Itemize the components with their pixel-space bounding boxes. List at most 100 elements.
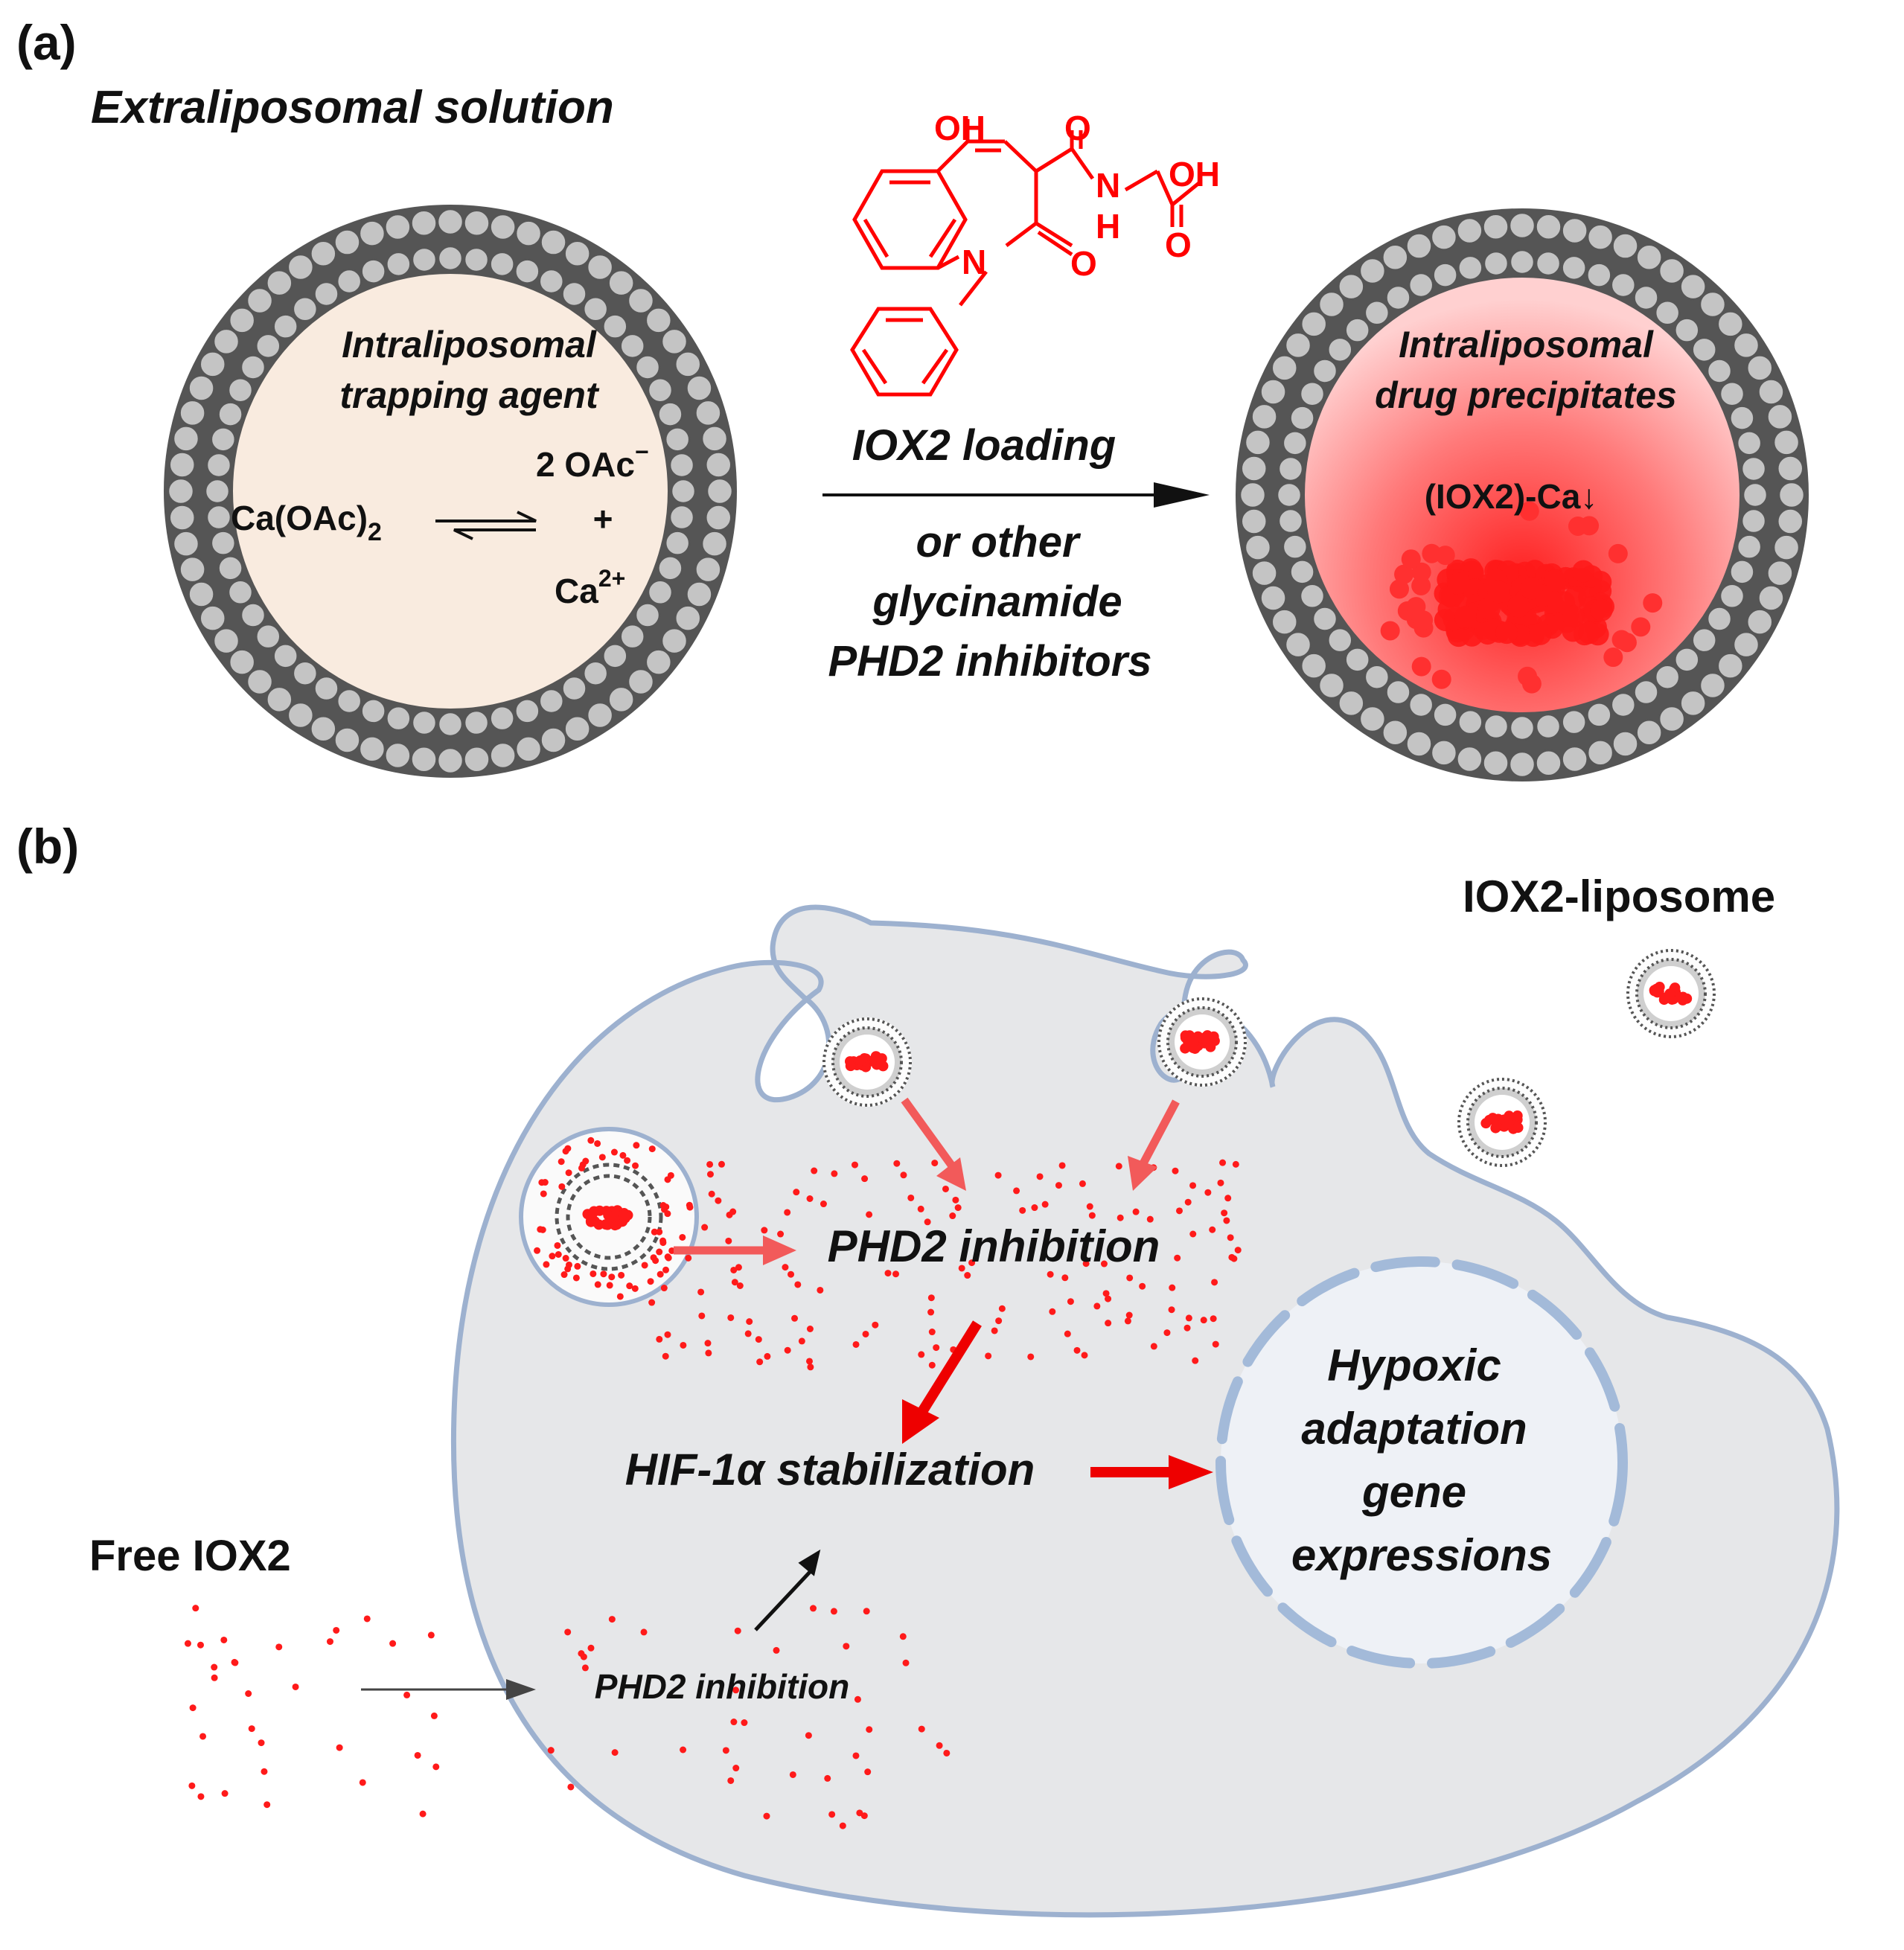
lipid-head: [199, 604, 226, 632]
lipid-head: [582, 296, 609, 322]
iox2-liposome-icon: [1157, 997, 1247, 1087]
lipid-head: [1535, 213, 1562, 240]
lipid-head: [668, 452, 695, 479]
drug-dot: [798, 1337, 805, 1345]
precipitate-particle: [1617, 633, 1637, 653]
free-drug-dot: [258, 1739, 265, 1747]
drug-dot: [884, 1270, 892, 1277]
drug-dot: [854, 1695, 861, 1703]
drug-dot: [918, 1725, 925, 1733]
drug-dot: [698, 1312, 706, 1320]
liposome-outer-layer: [1626, 949, 1716, 1038]
drug-dot: [1093, 1302, 1101, 1310]
drug-dot: [1073, 1346, 1081, 1354]
drug-dot: [640, 1628, 648, 1636]
liposome-outer-layer: [1457, 1078, 1547, 1167]
drug-dot: [735, 1264, 742, 1271]
drug-dot: [1055, 1182, 1062, 1189]
drug-dot: [562, 1255, 569, 1262]
free-drug-dot: [326, 1638, 333, 1646]
drug-dot: [598, 1154, 606, 1161]
lipid-head: [1635, 243, 1663, 271]
lipid-head: [538, 268, 565, 295]
drug-dot: [763, 1812, 770, 1820]
lipid-head: [205, 504, 232, 531]
lipid-head: [561, 675, 587, 702]
drug-dot: [648, 1299, 656, 1306]
lipid-head: [1239, 481, 1267, 509]
lipid-head: [1674, 317, 1700, 343]
lipid-head: [1699, 290, 1727, 319]
lipid-head: [168, 451, 196, 479]
small-phd2-to-hif-arrow: [754, 1549, 821, 1631]
drug-dot: [809, 1605, 817, 1612]
drug-dot: [705, 1349, 712, 1357]
drug-dot: [828, 1811, 836, 1818]
drug-dot: [1115, 1163, 1122, 1170]
lipid-head: [1385, 679, 1411, 706]
released-drug-dots: [534, 1137, 693, 1300]
lipid-head: [360, 698, 386, 724]
lipid-head: [1716, 652, 1745, 680]
lipid-head: [246, 287, 274, 315]
drug-dot: [657, 1270, 664, 1278]
free-drug-dot: [211, 1663, 218, 1671]
lipid-head: [1483, 250, 1510, 277]
lipid-head: [272, 643, 298, 669]
lipid-head: [1654, 664, 1681, 690]
lipid-head: [1259, 378, 1287, 406]
precipitate-particle: [1411, 656, 1431, 677]
nucleus-line2: adaptation: [1301, 1404, 1527, 1454]
precipitate-particle: [1521, 674, 1542, 694]
lipid-head: [1381, 719, 1409, 747]
free-drug-dot: [184, 1640, 191, 1647]
precipitate-particle: [1543, 569, 1566, 592]
cytoplasm-drug-dots: [547, 1159, 1242, 1829]
drug-dot: [931, 1160, 939, 1167]
drug-dot: [1227, 1234, 1234, 1241]
lipid-head: [179, 555, 206, 584]
lipid-head: [292, 660, 319, 686]
drug-dot: [706, 1160, 714, 1168]
drug-dot: [590, 1270, 597, 1277]
extraliposomal-label: Extraliposomal solution: [91, 82, 614, 133]
drug-dot: [1185, 1314, 1192, 1322]
drug-dot: [917, 1205, 924, 1212]
drug-dot: [1126, 1274, 1134, 1282]
drug-dot: [656, 1335, 663, 1343]
drug-dot: [731, 1279, 738, 1286]
drug-particle: [1183, 1036, 1194, 1047]
lipid-head: [204, 478, 231, 505]
lipid-head: [384, 741, 412, 770]
drug-dot: [1223, 1217, 1230, 1224]
lipid-head: [1385, 284, 1411, 311]
lipid-head: [1338, 272, 1365, 301]
atom-o-amide: O: [1064, 109, 1091, 147]
broken-liposome: [555, 1163, 663, 1271]
endocytosis-arrow-2: [1128, 1099, 1180, 1191]
drug-dot: [817, 1286, 824, 1294]
drug-dot: [567, 1783, 575, 1791]
free-drug-dot: [430, 1712, 438, 1719]
lipid-head: [619, 333, 645, 359]
lipid-head: [657, 401, 683, 427]
lipid-head: [386, 705, 412, 732]
lipid-head: [1289, 559, 1315, 585]
drug-dot: [547, 1747, 555, 1754]
lipid-head: [313, 675, 339, 702]
lipid-head: [634, 602, 661, 628]
lipid-head: [664, 530, 691, 556]
drug-dot: [1125, 1311, 1133, 1319]
lipid-head: [1508, 211, 1536, 240]
free-drug-dot: [261, 1768, 268, 1775]
drug-dot: [1100, 1260, 1108, 1268]
lipid-head: [167, 477, 195, 505]
lipid-head: [1483, 713, 1510, 740]
drug-dot: [651, 1228, 658, 1235]
lipid-head: [634, 354, 661, 380]
drug-dot: [1061, 1274, 1069, 1282]
intraliposomal-core: [233, 274, 668, 709]
precipitate-particle: [1603, 648, 1623, 668]
panel-b-label: (b): [16, 819, 79, 874]
drug-dot: [907, 1194, 915, 1201]
